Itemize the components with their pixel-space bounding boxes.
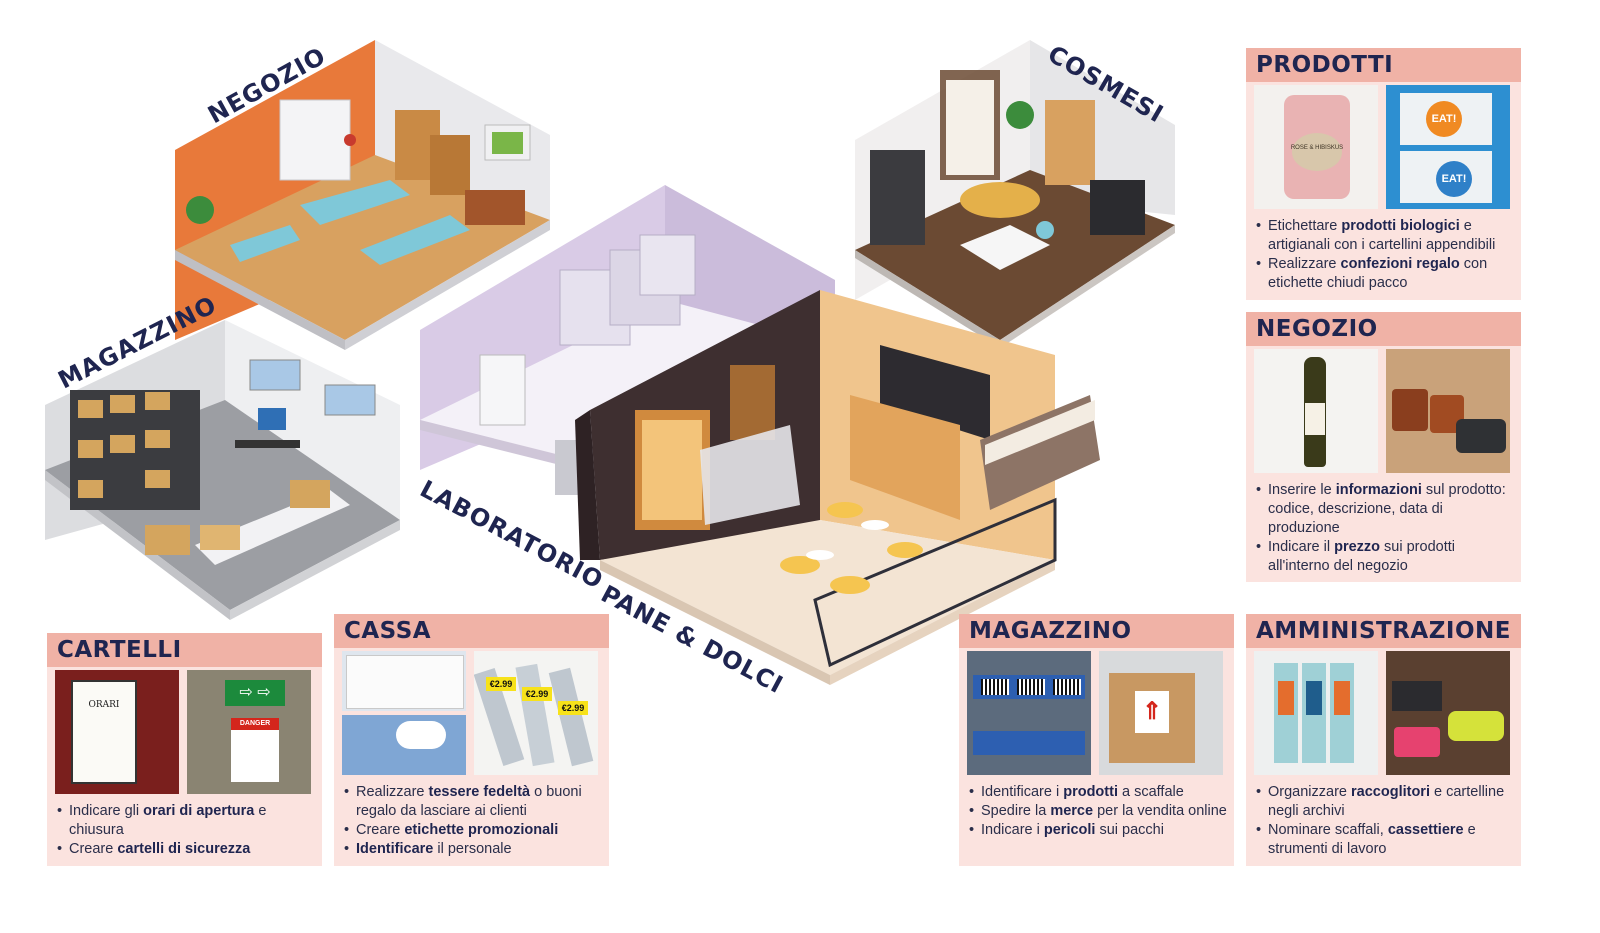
card-cartelli: CARTELLI ORARI ⇨ ⇨ DANGER Indicare gli o… bbox=[47, 633, 322, 866]
bullet-emphasis: pericoli bbox=[1043, 822, 1096, 838]
bullet-emphasis: cassettiere bbox=[1387, 822, 1464, 838]
bullet-emphasis: etichette promozionali bbox=[404, 822, 559, 838]
card-header bbox=[47, 633, 322, 667]
bullet-list: Etichettare prodotti biologici e artigia… bbox=[1254, 217, 1515, 293]
card-title: MAGAZZINO bbox=[969, 618, 1132, 644]
card-negozio: NEGOZIO Inserire le informazioni sul pro… bbox=[1246, 312, 1521, 582]
bullet-item: Identificare il personale bbox=[342, 840, 603, 859]
photo-shelf-barcodes bbox=[967, 651, 1091, 775]
bullet-item: Creare cartelli di sicurezza bbox=[55, 840, 316, 859]
tag-label-text: ROSE & HIBISKUS bbox=[1290, 145, 1344, 151]
card-header bbox=[1246, 48, 1521, 82]
card-title: CASSA bbox=[344, 618, 432, 644]
bullet-item: Indicare i pericoli sui pacchi bbox=[967, 821, 1228, 840]
photo-olive-oil-bottle bbox=[1254, 349, 1378, 473]
bullet-item: Realizzare confezioni regalo con etichet… bbox=[1254, 255, 1515, 293]
card-title: AMMINISTRAZIONE bbox=[1256, 618, 1511, 644]
photo-name-badge bbox=[342, 715, 466, 775]
bullet-emphasis: prezzo bbox=[1334, 539, 1381, 555]
photo-safety-signs: ⇨ ⇨ DANGER bbox=[187, 670, 311, 794]
card-cassa: CASSA €2.99 €2.99 €2.99 Realizzare tesse… bbox=[334, 614, 609, 866]
bullet-emphasis: informazioni bbox=[1335, 482, 1422, 498]
photo-promo-labels: €2.99 €2.99 €2.99 bbox=[474, 651, 598, 775]
negozio-room bbox=[175, 40, 550, 350]
price-sticker: €2.99 bbox=[558, 701, 588, 715]
bullet-emphasis: tessere fedeltà bbox=[428, 784, 531, 800]
bullet-list: Indicare gli orari di apertura e chiusur… bbox=[55, 802, 316, 859]
price-sticker: €2.99 bbox=[522, 687, 552, 701]
photo-eat-snack-bags: EAT! EAT! bbox=[1386, 85, 1510, 209]
bullet-item: Creare etichette promozionali bbox=[342, 821, 603, 840]
bullet-item: Organizzare raccoglitori e cartelline ne… bbox=[1254, 783, 1515, 821]
eat-sticker: EAT! bbox=[1436, 161, 1472, 197]
price-sticker: €2.99 bbox=[486, 677, 516, 691]
bullet-item: Indicare il prezzo sui prodotti all'inte… bbox=[1254, 538, 1515, 576]
photo-herbal-tea-tin: ROSE & HIBISKUS bbox=[1254, 85, 1378, 209]
orari-sign-text: ORARI bbox=[88, 700, 120, 710]
bullet-list: Identificare i prodotti a scaffale Spedi… bbox=[967, 783, 1228, 840]
card-header bbox=[334, 614, 609, 648]
photo-binders bbox=[1254, 651, 1378, 775]
card-magazzino: MAGAZZINO ⇑ Identificare i prodotti a sc… bbox=[959, 614, 1234, 866]
bullet-emphasis: merce bbox=[1050, 803, 1094, 819]
photo-opening-hours-sign: ORARI bbox=[55, 670, 179, 794]
magazzino-room bbox=[45, 320, 400, 620]
bullet-emphasis: prodotti biologici bbox=[1341, 218, 1460, 234]
card-title: NEGOZIO bbox=[1256, 316, 1378, 342]
cosmesi-room bbox=[855, 40, 1175, 348]
bullet-emphasis: prodotti bbox=[1063, 784, 1118, 800]
card-header bbox=[1246, 614, 1521, 648]
card-header bbox=[959, 614, 1234, 648]
photo-desk-organizers bbox=[1386, 651, 1510, 775]
eat-sticker: EAT! bbox=[1426, 101, 1462, 137]
card-header bbox=[1246, 312, 1521, 346]
bullet-list: Inserire le informazioni sul prodotto: c… bbox=[1254, 481, 1515, 576]
bullet-emphasis: cartelli di sicurezza bbox=[117, 841, 251, 857]
exit-sign-icon: ⇨ ⇨ bbox=[225, 680, 285, 706]
bullet-list: Realizzare tessere fedeltà o buoni regal… bbox=[342, 783, 603, 859]
card-title: PRODOTTI bbox=[1256, 52, 1394, 78]
danger-label: DANGER bbox=[231, 718, 279, 730]
bullet-emphasis: Identificare bbox=[356, 841, 434, 857]
bullet-item: Realizzare tessere fedeltà o buoni regal… bbox=[342, 783, 603, 821]
bullet-emphasis: orari di apertura bbox=[143, 803, 255, 819]
bullet-emphasis: confezioni regalo bbox=[1340, 256, 1460, 272]
bakery-building bbox=[420, 185, 1100, 685]
card-title: CARTELLI bbox=[57, 637, 182, 663]
bullet-item: Nominare scaffali, cassettiere e strumen… bbox=[1254, 821, 1515, 859]
card-prodotti: PRODOTTI ROSE & HIBISKUS EAT! EAT! Etich… bbox=[1246, 48, 1521, 300]
bullet-item: Spedire la merce per la vendita online bbox=[967, 802, 1228, 821]
photo-shipping-box: ⇑ bbox=[1099, 651, 1223, 775]
bullet-list: Organizzare raccoglitori e cartelline ne… bbox=[1254, 783, 1515, 859]
photo-loyalty-card bbox=[342, 651, 466, 711]
card-amministrazione: AMMINISTRAZIONE Organizzare raccoglitori… bbox=[1246, 614, 1521, 866]
this-way-up-icon: ⇑ bbox=[1135, 691, 1169, 733]
photo-jars-price-gun bbox=[1386, 349, 1510, 473]
bullet-emphasis: raccoglitori bbox=[1351, 784, 1430, 800]
bullet-item: Inserire le informazioni sul prodotto: c… bbox=[1254, 481, 1515, 538]
bullet-item: Indicare gli orari di apertura e chiusur… bbox=[55, 802, 316, 840]
bullet-item: Etichettare prodotti biologici e artigia… bbox=[1254, 217, 1515, 255]
bullet-item: Identificare i prodotti a scaffale bbox=[967, 783, 1228, 802]
